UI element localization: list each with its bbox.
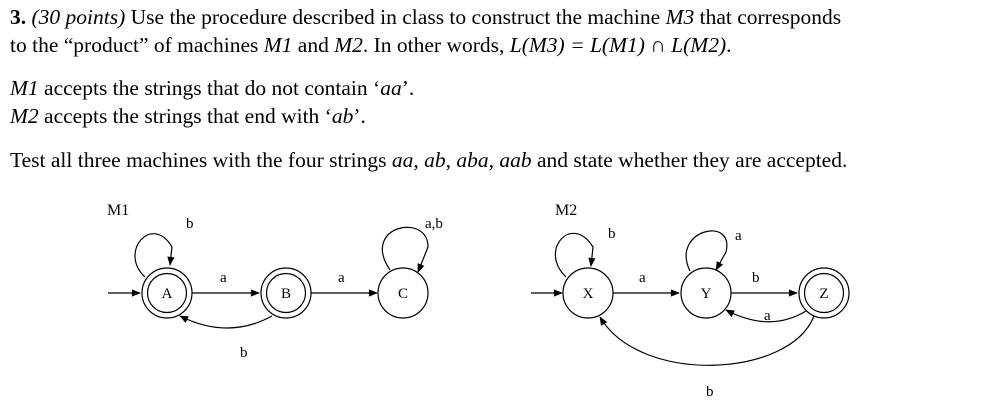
m1-state-A-inner [146,272,188,314]
machine-m3: M3 [665,5,695,29]
problem-text-1-tail: that corresponds [694,5,842,29]
m2-edge-Z-X [599,315,815,366]
problem-text-2b: . In other words, [362,33,510,57]
m1-loop-A-label: b [186,216,194,232]
m2-loop-Y [685,230,728,272]
m2-description: M2 accepts the strings that end with ‘ab… [10,103,366,129]
m2-state-Y-label: Y [701,286,712,302]
problem-line-2: to the “product” of machines M1 and M2. … [10,32,731,58]
problem-text-2-end: . [726,33,732,57]
test-text-b: and state whether they are accepted. [531,148,848,172]
m2-state-Z-inner [803,272,845,314]
m2-loop-X-label: b [608,226,616,242]
machine-m2-ref: M2 [334,33,363,57]
m2-title: M2 [555,202,577,219]
m1-state-B: B [281,286,291,302]
problem-line-1: 3. (30 points) Use the procedure describ… [10,4,841,30]
m1-loop-C-label: a,b [425,216,443,232]
problem-text-1: Use the procedure described in class to … [125,5,666,29]
problem-text-2a: to the “product” of machines [10,33,264,57]
m2-desc-end: ’. [353,104,366,128]
m1-state-A: A [162,286,173,302]
m2-edge-Y-Z-label: b [752,270,760,286]
m1-desc-text: accepts the strings that do not contain … [38,76,381,100]
m1-description: M1 accepts the strings that do not conta… [10,75,414,101]
m2-desc-text: accepts the strings that end with ‘ [38,104,332,128]
machine-m1-ref: M1 [263,33,293,57]
m1-state-B-inner [265,272,307,314]
m1-state-C-label: C [398,286,408,302]
m2-edge-X-Y-label: a [639,270,646,286]
m1-desc-string: aa [380,76,402,100]
m1-loop-A [134,233,175,278]
m2-edge-Z-Y-label: a [764,308,771,324]
diagram-m2: M2 X Y Z b a a b a b [531,202,850,400]
m1-desc-machine: M1 [10,76,39,100]
m2-loop-X [554,232,596,278]
m1-edge-B-C-label: a [338,270,345,286]
test-text-a: Test all three machines with the four st… [10,148,392,172]
m2-edge-Z-Y [725,309,807,323]
problem-number: 3. [10,5,27,29]
m2-edge-Z-X-label: b [706,384,714,400]
m2-loop-Y-label: a [735,228,742,244]
m1-edge-B-A [179,315,273,329]
m2-state-X-label: X [583,286,594,302]
m1-desc-end: ’. [401,76,415,100]
language-formula: L(M3) = L(M1) ∩ L(M2) [509,33,727,57]
m2-state-Z-label: Z [819,286,828,302]
m1-state-C [377,267,429,319]
diagram-m1: M1 A B C b a b a a,b [107,202,443,361]
test-strings: aa, ab, aba, aab [391,148,532,172]
m1-edge-A-B-label: a [220,270,227,286]
m2-state-Z-outer [798,267,850,319]
problem-text-and: and [292,33,335,57]
m1-loop-C [381,226,429,273]
test-instruction: Test all three machines with the four st… [10,147,847,173]
problem-points: (30 points) [31,5,126,29]
m2-desc-machine: M2 [10,104,39,128]
m2-desc-string: ab [331,104,354,128]
m1-title: M1 [107,202,129,219]
m1-edge-B-A-label: b [240,345,248,361]
